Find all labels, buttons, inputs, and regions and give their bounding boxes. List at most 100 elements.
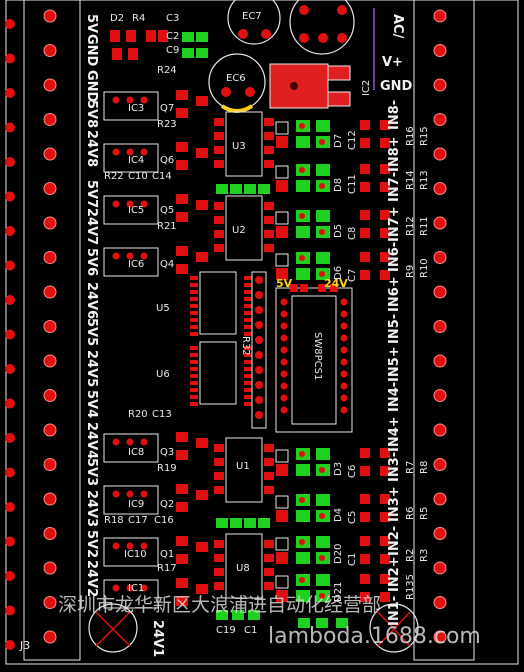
ec6-pad-b bbox=[245, 87, 255, 97]
channel-pad bbox=[140, 148, 148, 156]
opto-pin bbox=[264, 554, 274, 562]
label-res-r8: R8 bbox=[419, 460, 430, 474]
opto-pin bbox=[264, 568, 274, 576]
channel-pad bbox=[140, 438, 148, 446]
left-label-24v4: 24V4 bbox=[84, 422, 99, 460]
led-dot bbox=[319, 271, 325, 277]
channel-pad bbox=[140, 200, 148, 208]
opto-pin bbox=[264, 244, 274, 252]
right-resistor-pad bbox=[360, 574, 370, 584]
label-res-r10: R10 bbox=[419, 258, 430, 278]
sw8-pin bbox=[280, 298, 288, 306]
dip-pin bbox=[190, 290, 198, 294]
right-terminal-pad bbox=[433, 78, 447, 92]
label-c1: C1 bbox=[244, 625, 258, 636]
right-label-in7minus: IN7- bbox=[387, 171, 402, 202]
ec7-capacitor-outline bbox=[227, 0, 281, 45]
label-cap-c6: C6 bbox=[347, 464, 358, 478]
left-label-24v5: 24V5 bbox=[84, 350, 99, 388]
left-terminal-pad bbox=[43, 320, 57, 333]
dip-pin bbox=[190, 318, 198, 322]
dip-pin bbox=[244, 304, 252, 308]
bridge-rectifier-outline bbox=[289, 0, 355, 55]
right-label-in1minus: IN1- bbox=[387, 595, 402, 626]
right-resistor-pad bbox=[360, 466, 370, 476]
right-resistor-pad bbox=[380, 210, 390, 220]
right-terminal-pad bbox=[433, 147, 447, 161]
label-res-r6: R6 bbox=[405, 506, 416, 520]
opto-pin bbox=[264, 458, 274, 466]
top-smd-pad bbox=[126, 30, 136, 42]
diode-outline bbox=[275, 575, 289, 589]
r32-pin bbox=[255, 336, 263, 344]
right-resistor-pad bbox=[360, 270, 370, 280]
channel-resistor-pad bbox=[196, 584, 208, 594]
left-label-5v6: 5V6 bbox=[84, 248, 99, 277]
left-label-gnd: GND bbox=[84, 34, 99, 67]
led-pad-green bbox=[316, 494, 330, 506]
opto-pin bbox=[264, 540, 274, 548]
led-dot bbox=[299, 539, 305, 545]
channel-pad bbox=[112, 584, 120, 592]
label-res-r14: R14 bbox=[405, 170, 416, 190]
channel-resistor-pad bbox=[176, 578, 188, 588]
diode-pad bbox=[276, 510, 288, 522]
right-resistor-pad bbox=[360, 182, 370, 192]
label-r32: R32 bbox=[240, 336, 251, 356]
right-terminal-pad bbox=[433, 285, 447, 299]
opto-pin bbox=[214, 118, 224, 126]
right-label-ac: AC/ bbox=[390, 14, 405, 39]
label-r4: R4 bbox=[132, 13, 146, 24]
dip-pin bbox=[244, 353, 252, 357]
channel-resistor-pad bbox=[196, 438, 208, 448]
channel-resistor-pad bbox=[176, 554, 188, 564]
left-edge-pad bbox=[5, 191, 15, 202]
left-terminal-pad bbox=[43, 458, 57, 471]
right-resistor-pad bbox=[360, 252, 370, 262]
select-pad bbox=[300, 284, 308, 292]
opto-pin bbox=[214, 160, 224, 168]
channel-ic-outline bbox=[103, 247, 159, 277]
opto-pin bbox=[214, 458, 224, 466]
label-d2: D2 bbox=[110, 13, 125, 24]
channel-pad bbox=[112, 200, 120, 208]
ec6-polarity-arc bbox=[220, 104, 254, 113]
sw8-pin bbox=[340, 358, 348, 366]
right-resistor-pad bbox=[360, 536, 370, 546]
left-edge-pad bbox=[5, 571, 15, 581]
right-label-in7plus: IN7+ bbox=[387, 206, 402, 242]
channel-ic-outline bbox=[103, 579, 159, 609]
label-cap-c11: C11 bbox=[347, 174, 358, 194]
channel-resistor-pad bbox=[176, 264, 188, 274]
dip-pin bbox=[190, 402, 198, 406]
diode-outline bbox=[275, 495, 289, 509]
right-label-in6minus: IN6- bbox=[387, 241, 402, 272]
left-terminal-strip bbox=[23, 0, 81, 661]
right-terminal-pad bbox=[433, 389, 447, 402]
label-c14: C14 bbox=[152, 171, 172, 182]
watermark-url: lamboda.1688.com bbox=[268, 624, 481, 649]
label-ic2: IC2 bbox=[361, 79, 372, 96]
led-pad-green bbox=[296, 510, 310, 522]
left-terminal-pad bbox=[43, 285, 57, 299]
opto-pin bbox=[264, 132, 274, 140]
dip-pin bbox=[244, 367, 252, 371]
label-c2: C2 bbox=[166, 31, 180, 42]
diode-pad bbox=[276, 136, 288, 148]
label-cap-c1: C1 bbox=[347, 552, 358, 566]
bottom-hole-left bbox=[88, 603, 138, 653]
left-edge-pad bbox=[5, 433, 15, 443]
led-dot bbox=[299, 497, 305, 503]
channel-resistor-pad bbox=[176, 90, 188, 100]
opto-pin bbox=[264, 582, 274, 590]
sw8-pin bbox=[340, 370, 348, 378]
label-res-r5: R5 bbox=[419, 506, 430, 520]
dip-pin bbox=[244, 360, 252, 364]
left-label-5v5: 5V5 bbox=[84, 318, 99, 347]
sw8-pin bbox=[280, 406, 288, 414]
u8-opto-outline bbox=[225, 533, 263, 599]
opto-pin bbox=[214, 554, 224, 562]
channel-pad bbox=[140, 252, 148, 260]
left-label-5v3: 5V3 bbox=[84, 458, 99, 487]
